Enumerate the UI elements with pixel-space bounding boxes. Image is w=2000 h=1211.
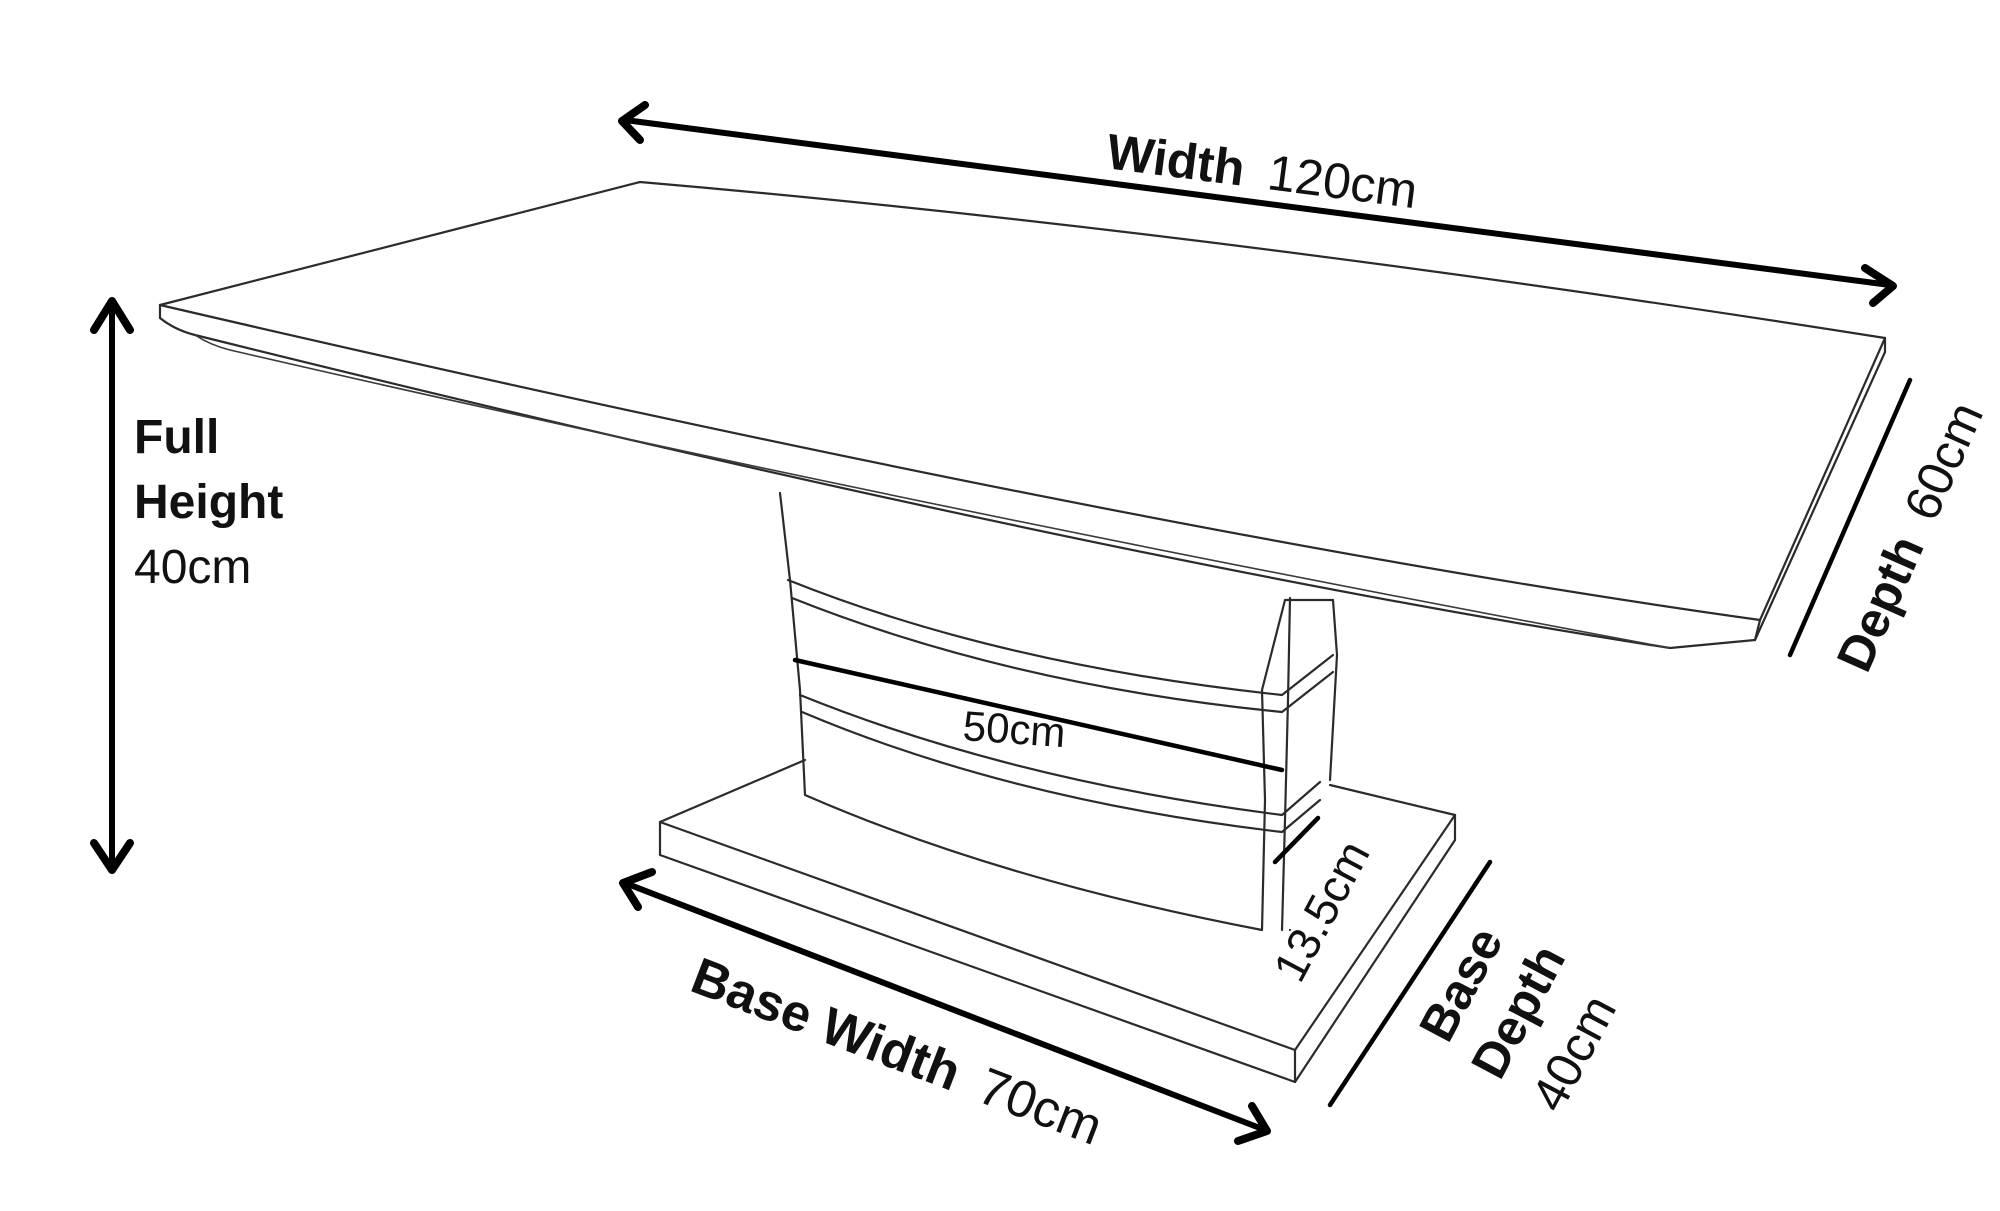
pedestal-width-dimension: 50cm xyxy=(792,657,1285,773)
width-arrowhead-right xyxy=(1861,264,1897,307)
full-height-arrowhead-bottom xyxy=(90,839,134,874)
pedestal-band-1-bottom xyxy=(790,596,1335,714)
base-front xyxy=(658,820,1297,1084)
tabletop-front-edge xyxy=(158,303,1762,650)
depth-label: Depth 60cm xyxy=(1826,394,1994,680)
pedestal-band-1-top xyxy=(786,578,1335,697)
base-height-marker xyxy=(1272,815,1321,865)
base-depth-marker-line xyxy=(1327,859,1493,1108)
full-height-label-line2: Height xyxy=(134,476,283,529)
tabletop-right-edge xyxy=(1753,336,1887,642)
pedestal-band-2-bottom xyxy=(800,710,1322,834)
base-width-arrow-line xyxy=(622,880,1268,1133)
table-drawing xyxy=(158,180,1887,1084)
base-width-label-value: 70cm xyxy=(970,1057,1109,1157)
tabletop-underside-bevel xyxy=(194,334,1671,649)
depth-marker-line xyxy=(1787,377,1913,658)
base-width-arrowhead-right xyxy=(1234,1102,1271,1145)
tabletop-surface xyxy=(158,180,1887,622)
depth-dimension: Depth 60cm xyxy=(1787,377,1994,680)
base-width-label: Base Width 70cm xyxy=(684,947,1110,1157)
width-arrowhead-left xyxy=(618,101,649,144)
pedestal-band-2-top xyxy=(798,693,1322,817)
pedestal-body xyxy=(778,491,1339,932)
full-height-arrowhead-top xyxy=(90,297,134,334)
base-depth-dimension: Base Depth 40cm xyxy=(1327,859,1627,1120)
width-dimension: Width 120cm xyxy=(618,101,1897,307)
base-height-dimension: 13.5cm xyxy=(1263,815,1380,990)
pedestal-right-side xyxy=(1280,596,1292,932)
base-width-arrowhead-left xyxy=(619,868,656,911)
base-right-side xyxy=(1293,813,1457,1084)
depth-label-value: 60cm xyxy=(1893,394,1994,528)
base-width-label-name: Base Width xyxy=(684,947,969,1102)
base-top xyxy=(658,758,1457,1052)
full-height-label-value: 40cm xyxy=(134,541,251,594)
width-arrow-line xyxy=(622,117,1893,288)
base-width-dimension: Base Width 70cm xyxy=(619,868,1271,1157)
pedestal-width-label: 50cm xyxy=(961,702,1067,756)
depth-label-name: Depth xyxy=(1826,527,1935,679)
full-height-label-line1: Full xyxy=(134,411,219,464)
full-height-dimension: Full Height 40cm xyxy=(90,297,283,874)
pedestal-width-line xyxy=(792,657,1285,773)
